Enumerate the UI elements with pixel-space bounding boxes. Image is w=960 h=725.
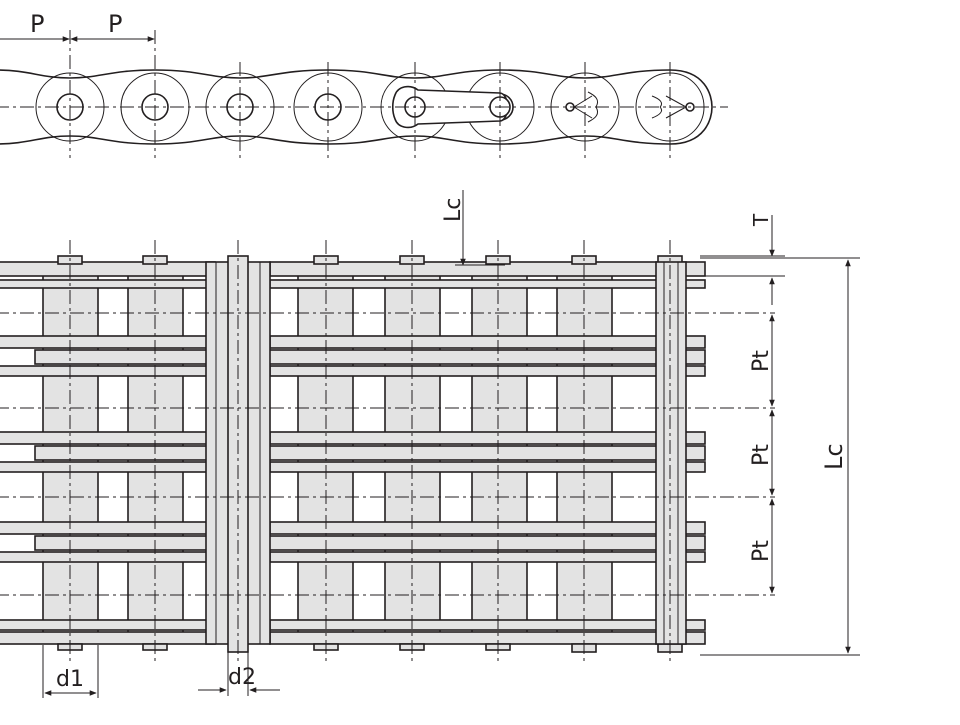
side-view: P P (0, 10, 728, 158)
pitch-label: P (30, 10, 44, 38)
lc-top-dimension: Lc (441, 190, 505, 266)
lc-side-dimension: Lc (700, 257, 860, 656)
side-view-centerlines (0, 30, 728, 158)
pt-label: Pt (749, 444, 774, 466)
pitch-label: P (108, 10, 122, 38)
d2-label: d2 (228, 665, 256, 690)
pt-label: Pt (749, 350, 774, 372)
pin-heads-bottom (57, 643, 683, 653)
pt-label: Pt (749, 540, 774, 562)
d2-dimension: d2 (198, 652, 280, 696)
plan-view: Lc T Pt Pt Pt Lc (0, 190, 860, 698)
transverse-pitch-dimensions: Pt Pt Pt (749, 314, 775, 594)
thickness-dimension: T (700, 213, 785, 305)
plan-view-centerlines (0, 240, 775, 665)
d1-label: d1 (56, 667, 84, 692)
d1-dimension: d1 (42, 645, 99, 698)
link-plates (0, 261, 706, 645)
lc-label: Lc (820, 443, 848, 470)
end-pin (655, 261, 687, 645)
lc-label: Lc (441, 198, 466, 222)
pitch-dimension: P P (0, 10, 155, 42)
thickness-label: T (749, 213, 773, 227)
